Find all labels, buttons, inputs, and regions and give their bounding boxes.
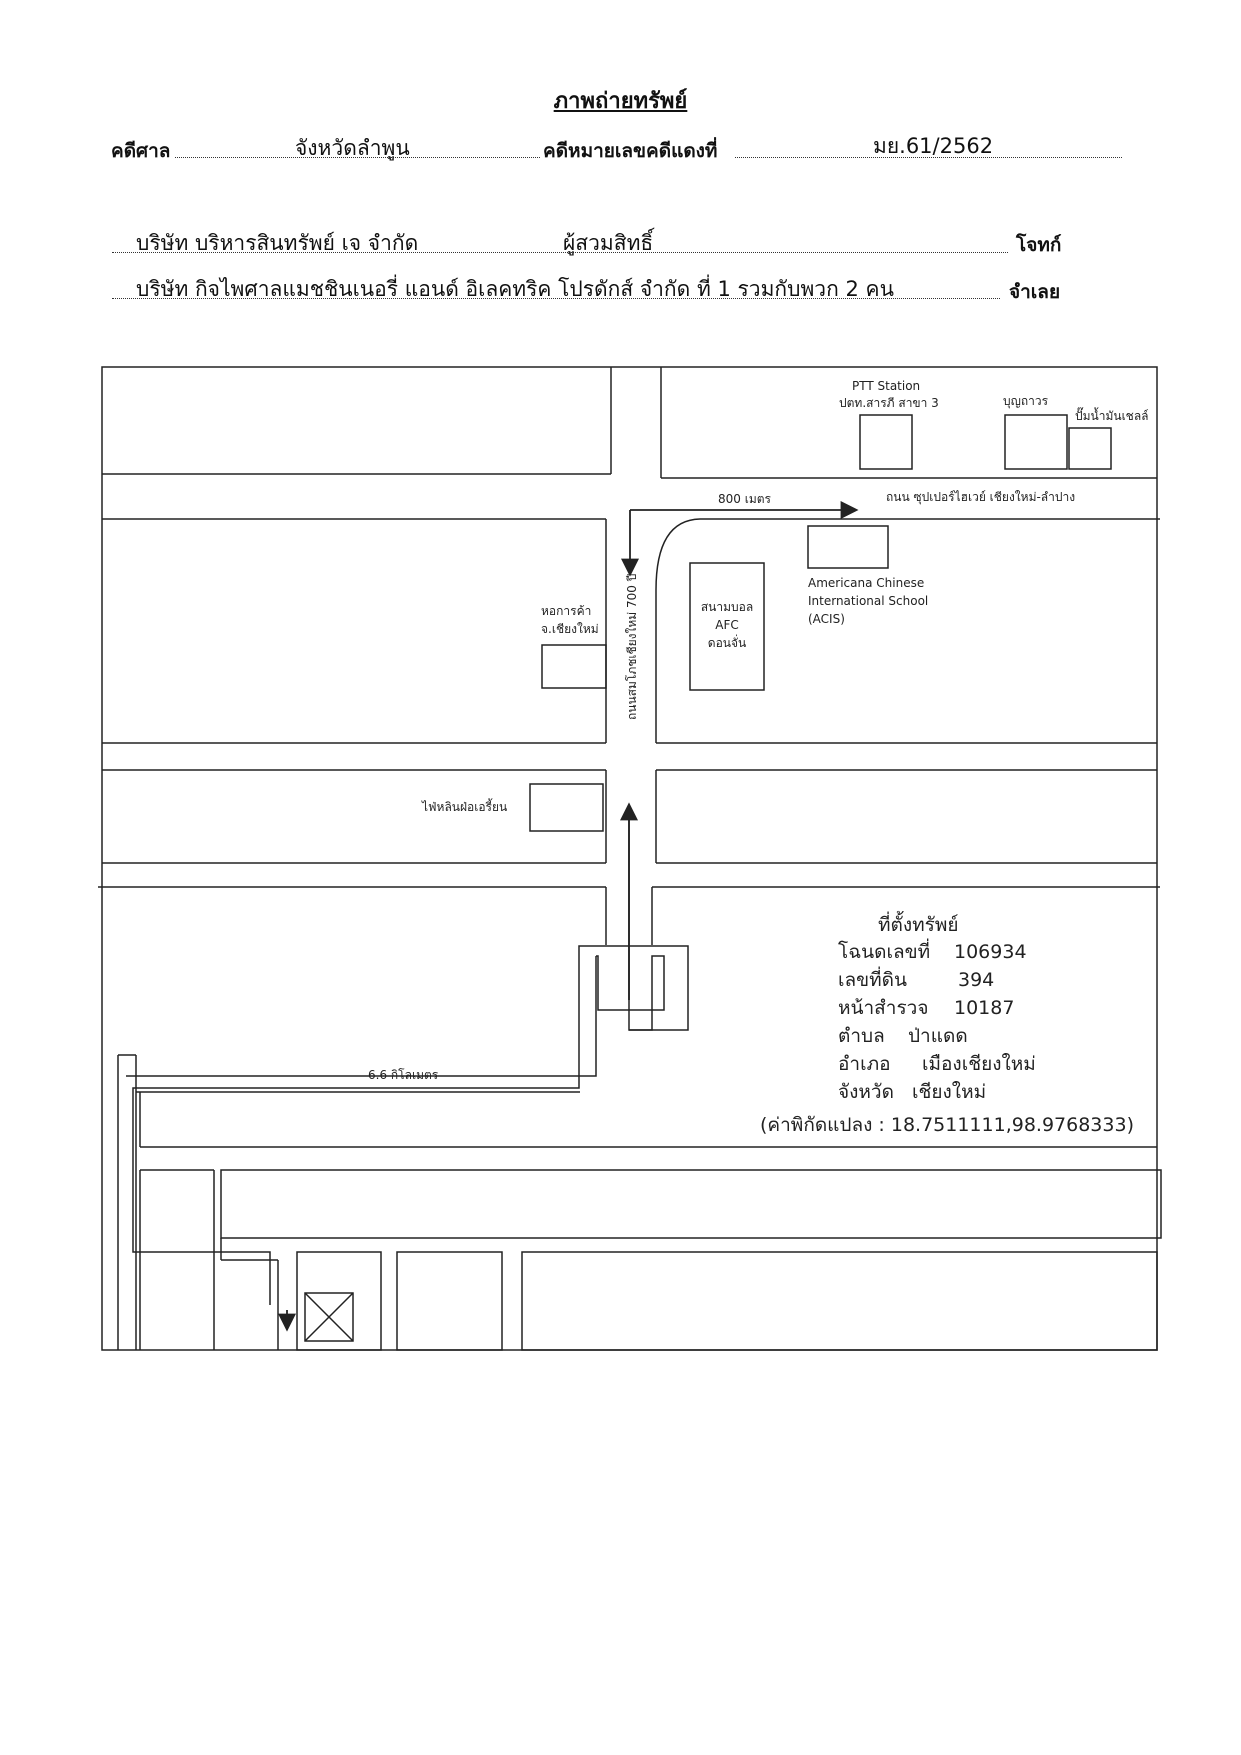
defendant-name: บริษัท กิจไพศาลแมชชินเนอรี่ แอนด์ อิเลคท… <box>136 277 894 301</box>
coordinates: (ค่าพิกัดแปลง : 18.7511111,98.9768333) <box>760 1114 1134 1136</box>
court-value: จังหวัดลำพูน <box>295 136 410 160</box>
subdistrict-label: ตำบล <box>838 1025 885 1047</box>
distance-66-label: 6.6 กิโลเมตร <box>368 1068 439 1082</box>
ptt-label-2: ปตท.สารภี สาขา 3 <box>839 396 939 410</box>
afc-label-3: ดอนจั่น <box>708 634 746 650</box>
subdistrict-value: ป่าแดด <box>908 1025 968 1047</box>
plaintiff-note: ผู้สวมสิทธิ์ <box>563 231 654 255</box>
property-heading: ที่ตั้งทรัพย์ <box>878 911 959 936</box>
court-dotted-line <box>175 157 540 158</box>
road-700-label: ถนนสมโภชเชียงใหม่ 700 ปี <box>625 574 639 720</box>
superhighway-label: ถนน ซุปเปอร์ไฮเวย์ เชียงใหม่-ลำปาง <box>886 490 1075 505</box>
chamber-label-1: หอการค้า <box>541 604 591 618</box>
district-value: เมืองเชียงใหม่ <box>922 1053 1036 1075</box>
acis-block <box>807 525 889 569</box>
afc-label-2: AFC <box>715 618 739 632</box>
defendant-label: จำเลย <box>1009 281 1061 303</box>
survey-value: 10187 <box>954 997 1014 1019</box>
ptt-label-1: PTT Station <box>852 379 920 393</box>
afc-label-1: สนามบอล <box>701 600 753 614</box>
defendant-dotted-line <box>112 298 1000 299</box>
survey-label: หน้าสำรวจ <box>838 997 928 1019</box>
boonthavorn-block <box>1004 414 1068 470</box>
case-label: คดีหมายเลขคดีแดงที่ <box>543 140 718 162</box>
court-label: คดีศาล <box>111 140 171 162</box>
fuel-pump-label: ปั๊มน้ำมันเชลล์ <box>1075 407 1149 423</box>
acis-label-2: International School <box>808 594 928 608</box>
province-value: เชียงใหม่ <box>912 1081 986 1103</box>
fuel-pump-block <box>1068 427 1112 470</box>
district-label: อำเภอ <box>838 1053 891 1075</box>
chamber-label-2: จ.เชียงใหม่ <box>541 622 599 636</box>
page-title: ภาพถ่ายทรัพย์ <box>553 89 688 114</box>
acis-label-1: Americana Chinese <box>808 576 924 590</box>
land-no-value: 394 <box>958 969 994 991</box>
plaintiff-name: บริษัท บริหารสินทรัพย์ เจ จำกัด <box>136 231 419 255</box>
property-marker <box>304 1292 354 1342</box>
chamber-block <box>541 644 607 689</box>
deed-label: โฉนดเลขที่ <box>838 938 930 963</box>
case-value: มย.61/2562 <box>873 134 994 158</box>
ptt-station-block <box>859 414 913 470</box>
plaintiff-dotted-line <box>112 252 1008 253</box>
afc-field-block <box>689 562 765 691</box>
acis-label-3: (ACIS) <box>808 612 845 626</box>
boonthavorn-label: บุญถาวร <box>1003 394 1049 409</box>
province-label: จังหวัด <box>838 1081 894 1103</box>
restaurant-block <box>529 783 604 832</box>
case-dotted-line <box>735 157 1122 158</box>
distance-800-label: 800 เมตร <box>718 492 772 506</box>
restaurant-label: ไฟ่หลินฝ่อเอรี้ยน <box>421 798 507 814</box>
plaintiff-label: โจทก์ <box>1016 234 1062 256</box>
land-no-label: เลขที่ดิน <box>838 966 907 991</box>
deed-value: 106934 <box>954 941 1027 963</box>
